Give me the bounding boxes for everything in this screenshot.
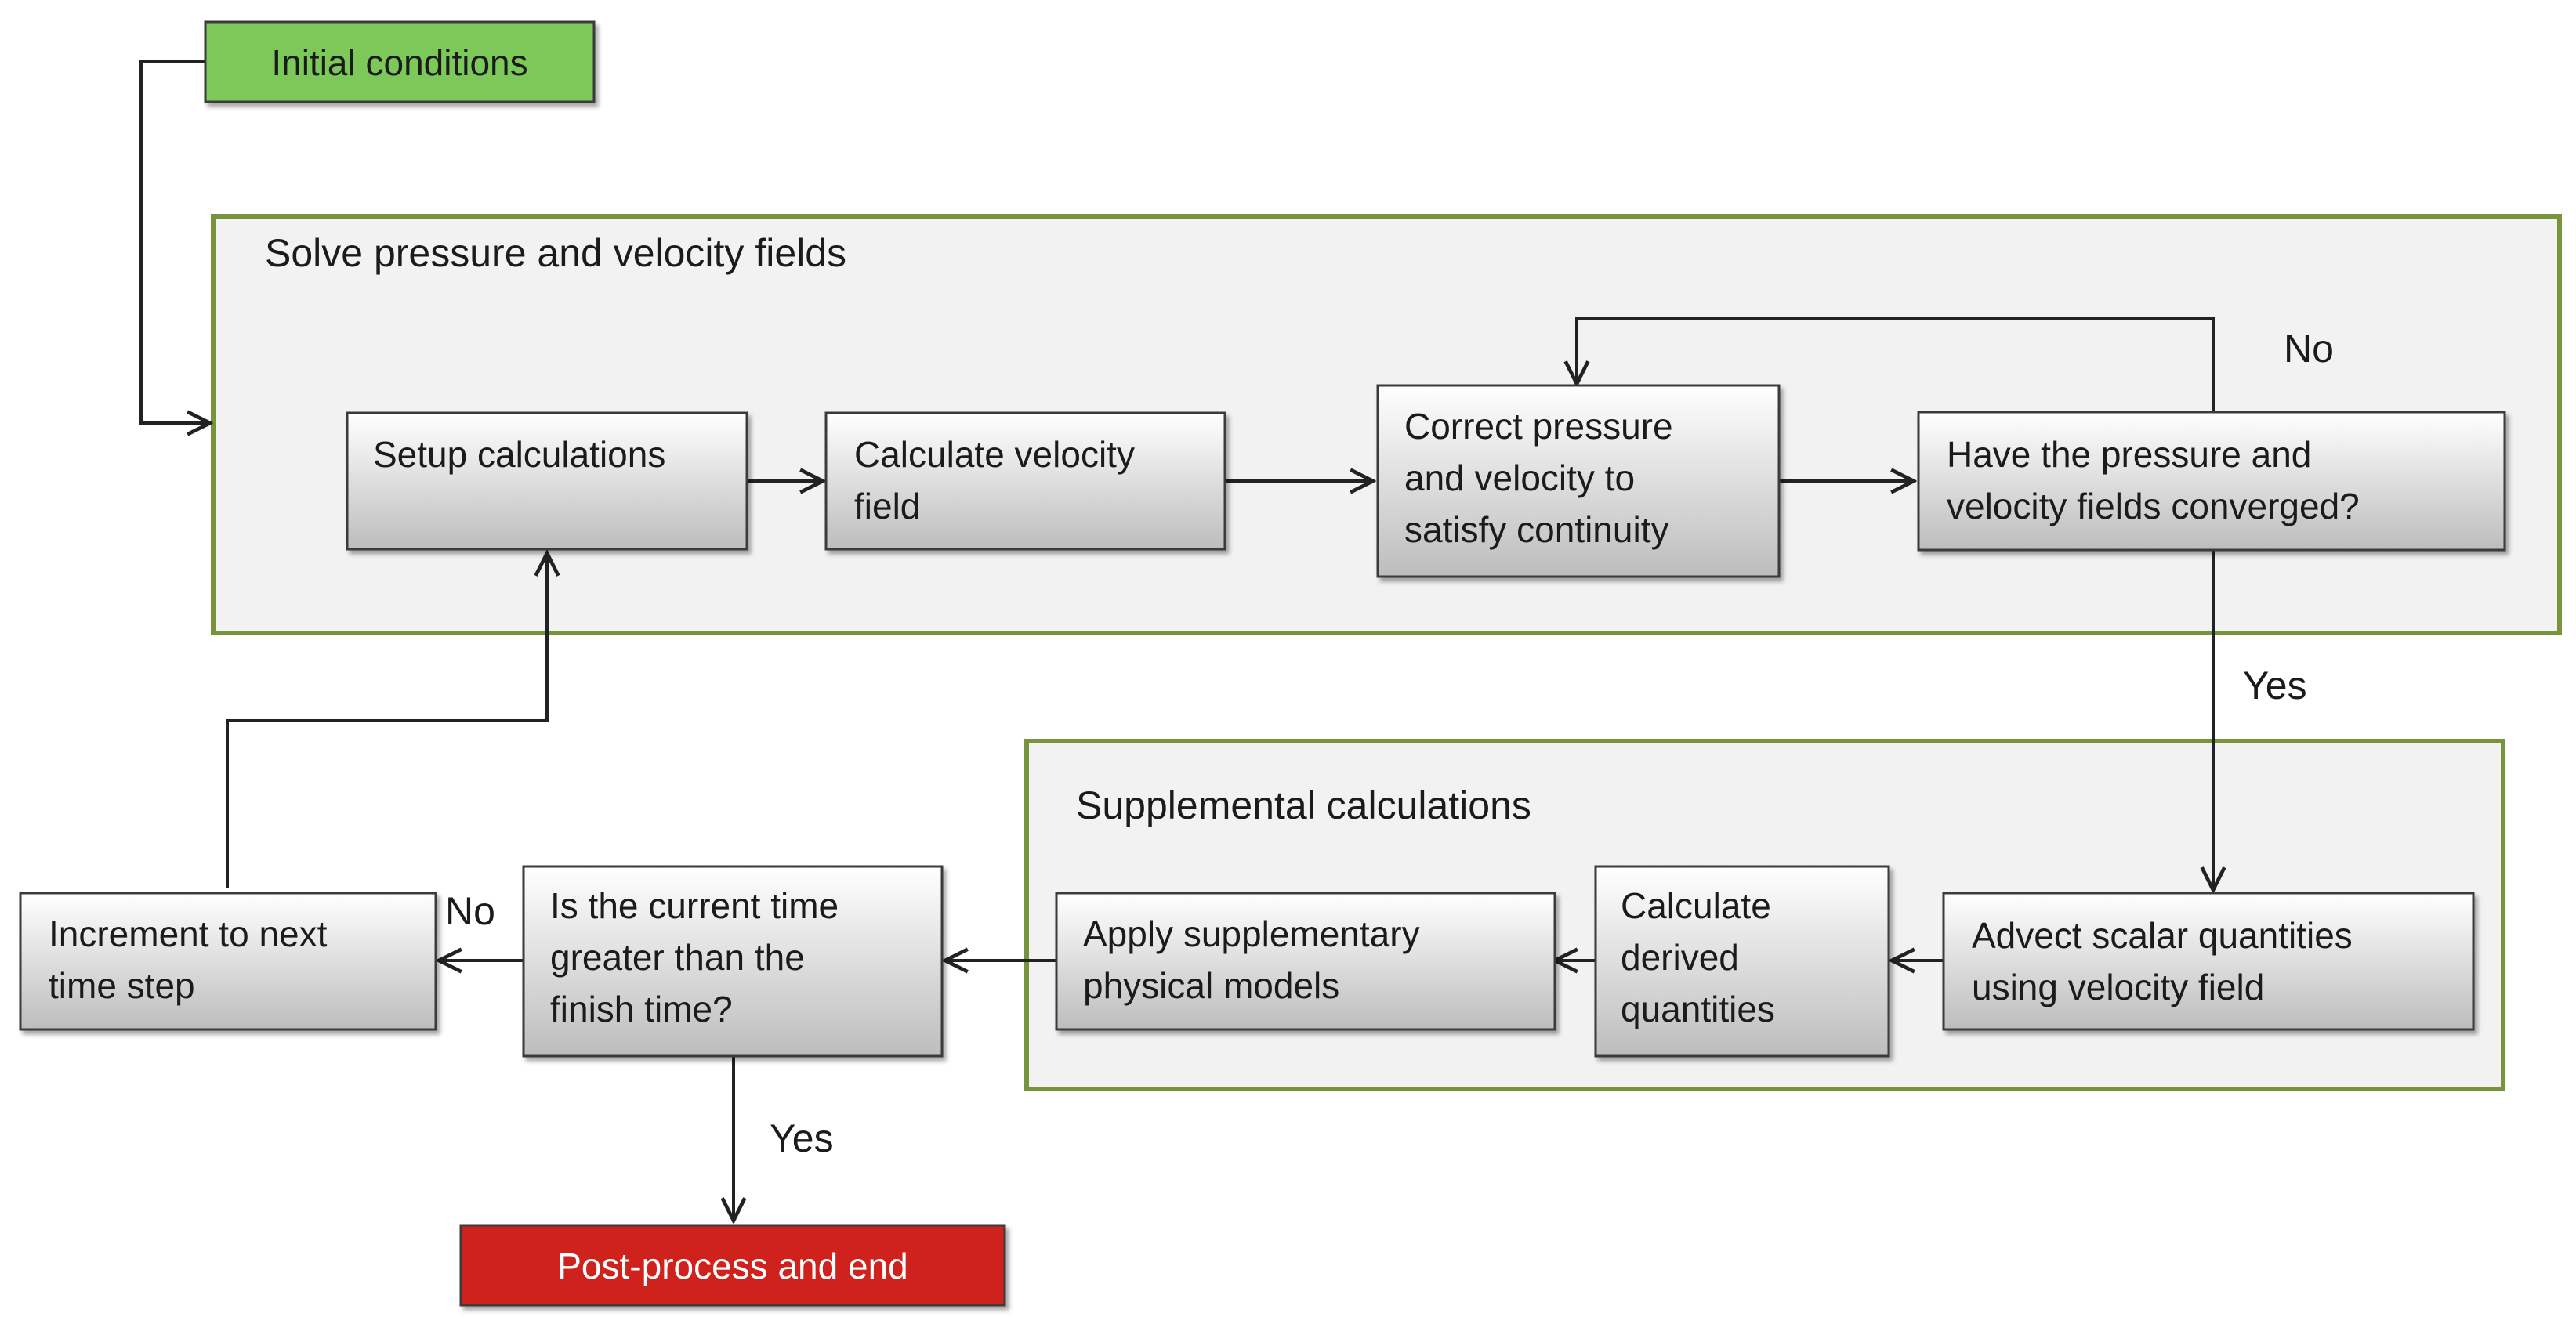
- node-increment-time-step: Increment to next time step: [19, 892, 437, 1031]
- node-time-question-text: Is the current time greater than the finis…: [550, 885, 839, 1029]
- edge-label-converged-yes: Yes: [2243, 664, 2307, 707]
- node-text-line: field: [854, 486, 920, 526]
- node-correct-pressure-velocity-text: Correct pressure and velocity to satisfy c…: [1404, 406, 1673, 550]
- node-advect-scalar-quantities: Advect scalar quantities using velocity f…: [1942, 892, 2475, 1031]
- node-text-line: finish time?: [550, 989, 733, 1029]
- arrow-initial-to-solve: [139, 60, 210, 423]
- node-text-line: Correct pressure: [1404, 406, 1673, 447]
- node-apply-supplementary-models-text: Apply supplementary physical models: [1083, 913, 1420, 1006]
- edge-labels: No Yes No Yes: [445, 327, 2334, 1160]
- node-text-line: quantities: [1621, 989, 1775, 1029]
- node-initial-conditions-text: Initial conditions: [271, 42, 527, 83]
- process-box: [1942, 892, 2475, 1031]
- node-setup-calculations: Setup calculations: [346, 411, 748, 551]
- connectors: [139, 60, 2215, 1221]
- node-calculate-velocity-field-text: Calculate velocity field: [854, 434, 1135, 526]
- node-time-question: Is the current time greater than the finis…: [522, 865, 944, 1058]
- node-text-line: Have the pressure and: [1947, 434, 2311, 475]
- node-apply-supplementary-models: Apply supplementary physical models: [1055, 892, 1556, 1031]
- decision-box: [522, 865, 944, 1058]
- node-converged-question-text: Have the pressure and velocity fields con…: [1947, 434, 2360, 526]
- node-text-line: Initial conditions: [271, 42, 527, 83]
- process-box: [19, 892, 437, 1031]
- node-text-line: derived: [1621, 937, 1739, 978]
- process-box: [346, 411, 748, 551]
- node-text-line: Calculate velocity: [854, 434, 1135, 475]
- node-text-line: satisfy continuity: [1404, 509, 1668, 550]
- process-box: [1594, 865, 1890, 1058]
- node-advect-scalar-quantities-text: Advect scalar quantities using velocity f…: [1972, 915, 2353, 1007]
- node-text-line: using velocity field: [1972, 967, 2264, 1007]
- node-text-line: velocity fields converged?: [1947, 486, 2360, 526]
- node-text-line: and velocity to: [1404, 458, 1635, 498]
- end-box: [459, 1224, 1006, 1307]
- node-increment-time-step-text: Increment to next time step: [49, 913, 328, 1006]
- arrow-increment-to-setup: [226, 553, 547, 888]
- node-text-line: time step: [49, 965, 195, 1006]
- edge-label-converged-no: No: [2284, 327, 2334, 371]
- node-text-line: Apply supplementary: [1083, 913, 1420, 954]
- node-text-line: Is the current time: [550, 885, 839, 926]
- node-calculate-derived-quantities-text: Calculate derived quantities: [1621, 885, 1775, 1029]
- process-box: [1376, 384, 1781, 578]
- node-correct-pressure-velocity: Correct pressure and velocity to satisfy c…: [1376, 384, 1781, 578]
- edge-label-time-yes: Yes: [770, 1116, 834, 1160]
- node-text-line: greater than the: [550, 937, 805, 978]
- edge-label-time-no: No: [445, 889, 495, 933]
- arrow-converged-no-loop: [1577, 317, 2215, 412]
- node-text-line: Advect scalar quantities: [1972, 915, 2353, 956]
- node-initial-conditions: Initial conditions: [204, 20, 596, 103]
- node-calculate-velocity-field: Calculate velocity field: [824, 411, 1226, 551]
- node-text-line: Increment to next: [49, 913, 328, 954]
- process-box: [824, 411, 1226, 551]
- node-text-line: Calculate: [1621, 885, 1771, 926]
- node-text-line: Post-process and end: [557, 1246, 908, 1286]
- node-converged-question: Have the pressure and velocity fields con…: [1917, 411, 2506, 552]
- group-solve-label: Solve pressure and velocity fields: [265, 231, 846, 275]
- process-box: [1055, 892, 1556, 1031]
- node-calculate-derived-quantities: Calculate derived quantities: [1594, 865, 1890, 1058]
- start-box: [204, 20, 596, 103]
- group-supplemental-label: Supplemental calculations: [1076, 783, 1531, 827]
- decision-box: [1917, 411, 2506, 552]
- node-text-line: Setup calculations: [373, 434, 665, 475]
- node-setup-calculations-text: Setup calculations: [373, 434, 665, 475]
- node-post-process-and-end: Post-process and end: [459, 1224, 1006, 1307]
- node-post-process-and-end-text: Post-process and end: [557, 1246, 908, 1286]
- node-text-line: physical models: [1083, 965, 1339, 1006]
